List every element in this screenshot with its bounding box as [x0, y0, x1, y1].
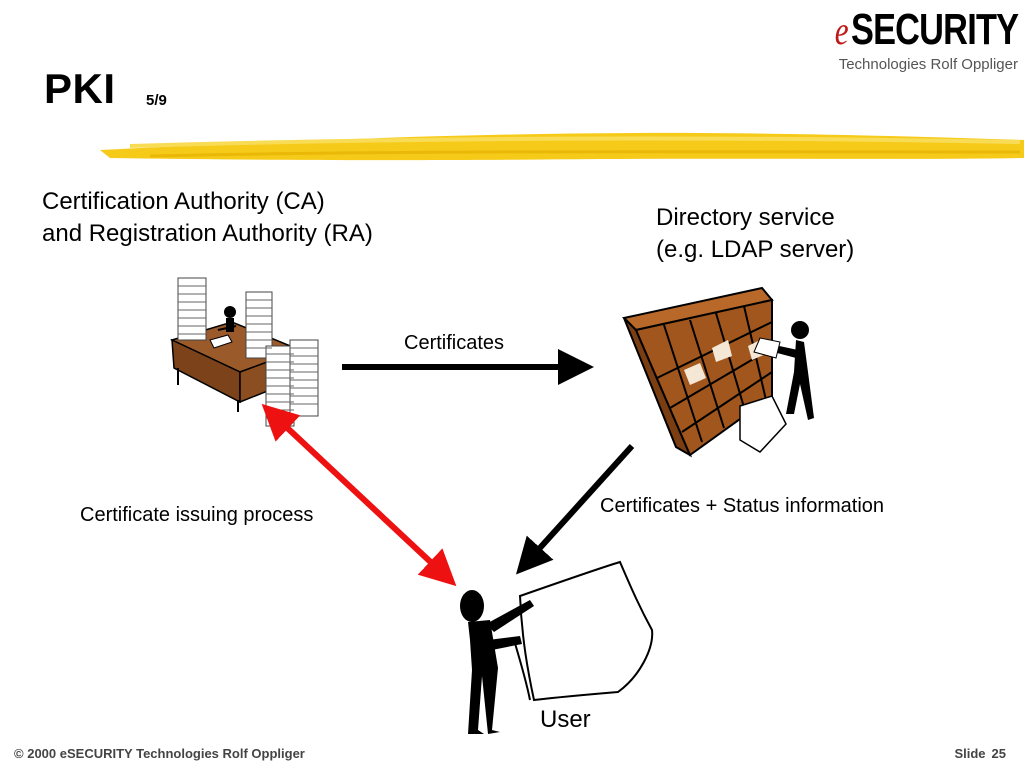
highlighter-stroke — [100, 132, 1024, 161]
slide-counter: Slide 25 — [954, 746, 1006, 761]
logo-word: SECURITY — [850, 5, 1019, 54]
page-indicator: 5/9 — [146, 92, 167, 109]
ca-label-line1: Certification Authority (CA) — [42, 188, 325, 215]
ca-label-line2: and Registration Authority (RA) — [42, 220, 373, 247]
copyright-symbol: © — [14, 746, 24, 761]
page-title: PKI — [44, 65, 116, 112]
user-label: User — [540, 706, 591, 733]
logo-subtitle: Technologies Rolf Oppliger — [838, 56, 1018, 73]
ca-label: Certification Authority (CA) and Registr… — [42, 186, 373, 250]
user-illustration — [460, 560, 654, 734]
directory-shelf-illustration — [621, 286, 814, 458]
esecurity-logo: eSECURITY Technologies Rolf Oppliger — [783, 5, 1019, 74]
logo-e: e — [834, 8, 849, 53]
certificates-arrow-label: Certificates — [404, 332, 505, 354]
slide-number: 25 — [991, 746, 1006, 761]
footer-copyright: © 2000 eSECURITY Technologies Rolf Oppli… — [14, 746, 305, 761]
logo-wordmark: eSECURITY — [834, 5, 1019, 54]
status-arrow-label: Certificates + Status information — [600, 495, 885, 517]
directory-label-line1: Directory service — [656, 204, 835, 231]
directory-label-line2: (e.g. LDAP server) — [656, 236, 855, 263]
arrow-ca-user-bidirectional — [261, 403, 457, 587]
ca-office-illustration — [169, 277, 319, 427]
directory-label: Directory service (e.g. LDAP server) — [656, 202, 854, 266]
copyright-text: 2000 eSECURITY Technologies Rolf Opplige… — [27, 746, 305, 761]
arrow-directory-to-user — [515, 443, 635, 575]
issuing-arrow-label: Certificate issuing process — [80, 504, 314, 526]
slide-label: Slide — [954, 746, 986, 761]
